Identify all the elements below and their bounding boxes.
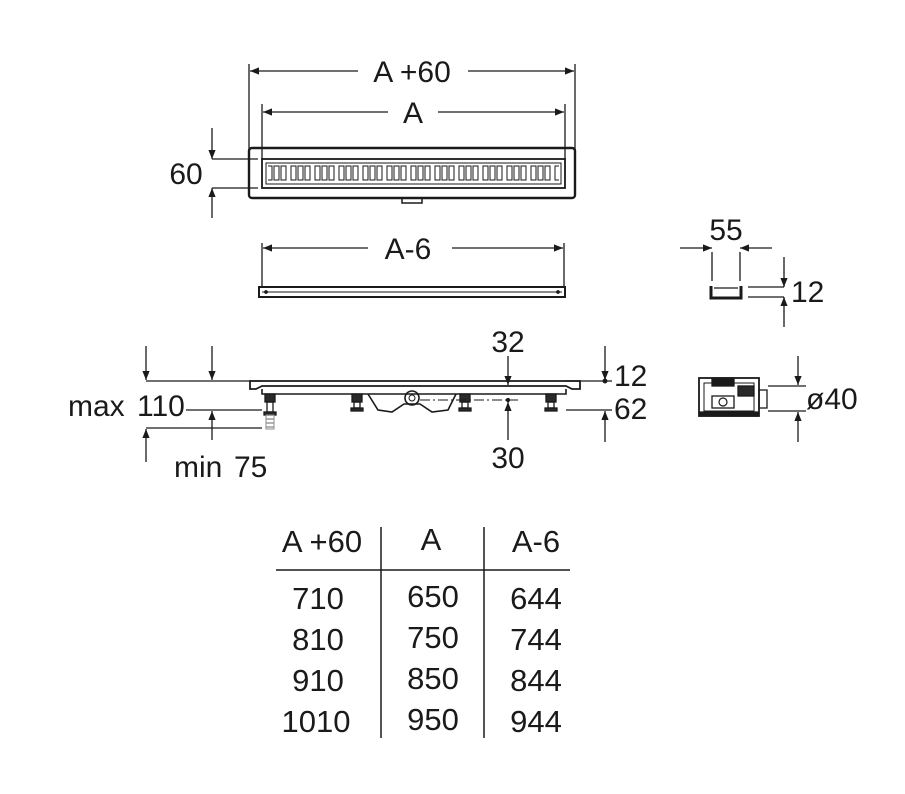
channel-profile	[249, 380, 581, 390]
table-header-a6: A-6	[512, 524, 560, 559]
table-header-a: A	[421, 522, 442, 557]
dim-grate-length: A	[403, 97, 423, 130]
grate-view	[258, 243, 566, 298]
table-cell: 910	[292, 663, 344, 698]
dim-min-label: min	[174, 451, 222, 484]
outlet-tab	[401, 197, 423, 204]
dim-body-height: 62	[614, 393, 647, 426]
adjustable-foot	[458, 393, 472, 412]
dim-grate-bar-length: A-6	[385, 233, 432, 266]
grate-bar	[258, 286, 566, 298]
table-cell: 950	[407, 702, 459, 737]
dim-overall-length: A +60	[373, 56, 451, 89]
profile-view	[680, 244, 788, 327]
table-cell: 750	[407, 620, 459, 655]
dim-max-label: max	[68, 390, 125, 423]
table-cell: 850	[407, 661, 459, 696]
dim-profile-width: 55	[709, 214, 742, 247]
grate-outline	[261, 158, 566, 189]
adjustable-foot	[350, 393, 364, 412]
table-cell: 710	[292, 581, 344, 616]
dim-width: 60	[169, 158, 202, 191]
outlet-pipe	[404, 390, 420, 406]
adjustable-foot	[263, 393, 277, 430]
top-view	[208, 64, 577, 218]
dim-outlet-top: 32	[491, 326, 524, 359]
outlet-view	[698, 356, 806, 442]
adjustable-foot	[544, 393, 558, 412]
dimension-table: A +60 A A-6 710 650 644 810 750 744 910 …	[276, 522, 570, 739]
grate-slots	[268, 165, 559, 182]
dim-grate-thickness: 12	[614, 360, 647, 393]
dim-outlet-diameter: ø40	[806, 383, 858, 416]
table-cell: 644	[510, 581, 562, 616]
table-cell: 810	[292, 622, 344, 657]
dim-outlet-center: 30	[491, 442, 524, 475]
table-cell: 1010	[282, 704, 351, 739]
side-view	[142, 346, 612, 462]
table-cell: 744	[510, 622, 562, 657]
profile-channel	[709, 286, 743, 300]
dim-max-value: 110	[137, 390, 185, 423]
dim-min-value: 75	[234, 451, 267, 484]
dim-profile-height: 12	[791, 276, 824, 309]
table-cell: 650	[407, 579, 459, 614]
table-cell: 844	[510, 663, 562, 698]
table-cell: 944	[510, 704, 562, 739]
table-header-a60: A +60	[282, 524, 362, 559]
